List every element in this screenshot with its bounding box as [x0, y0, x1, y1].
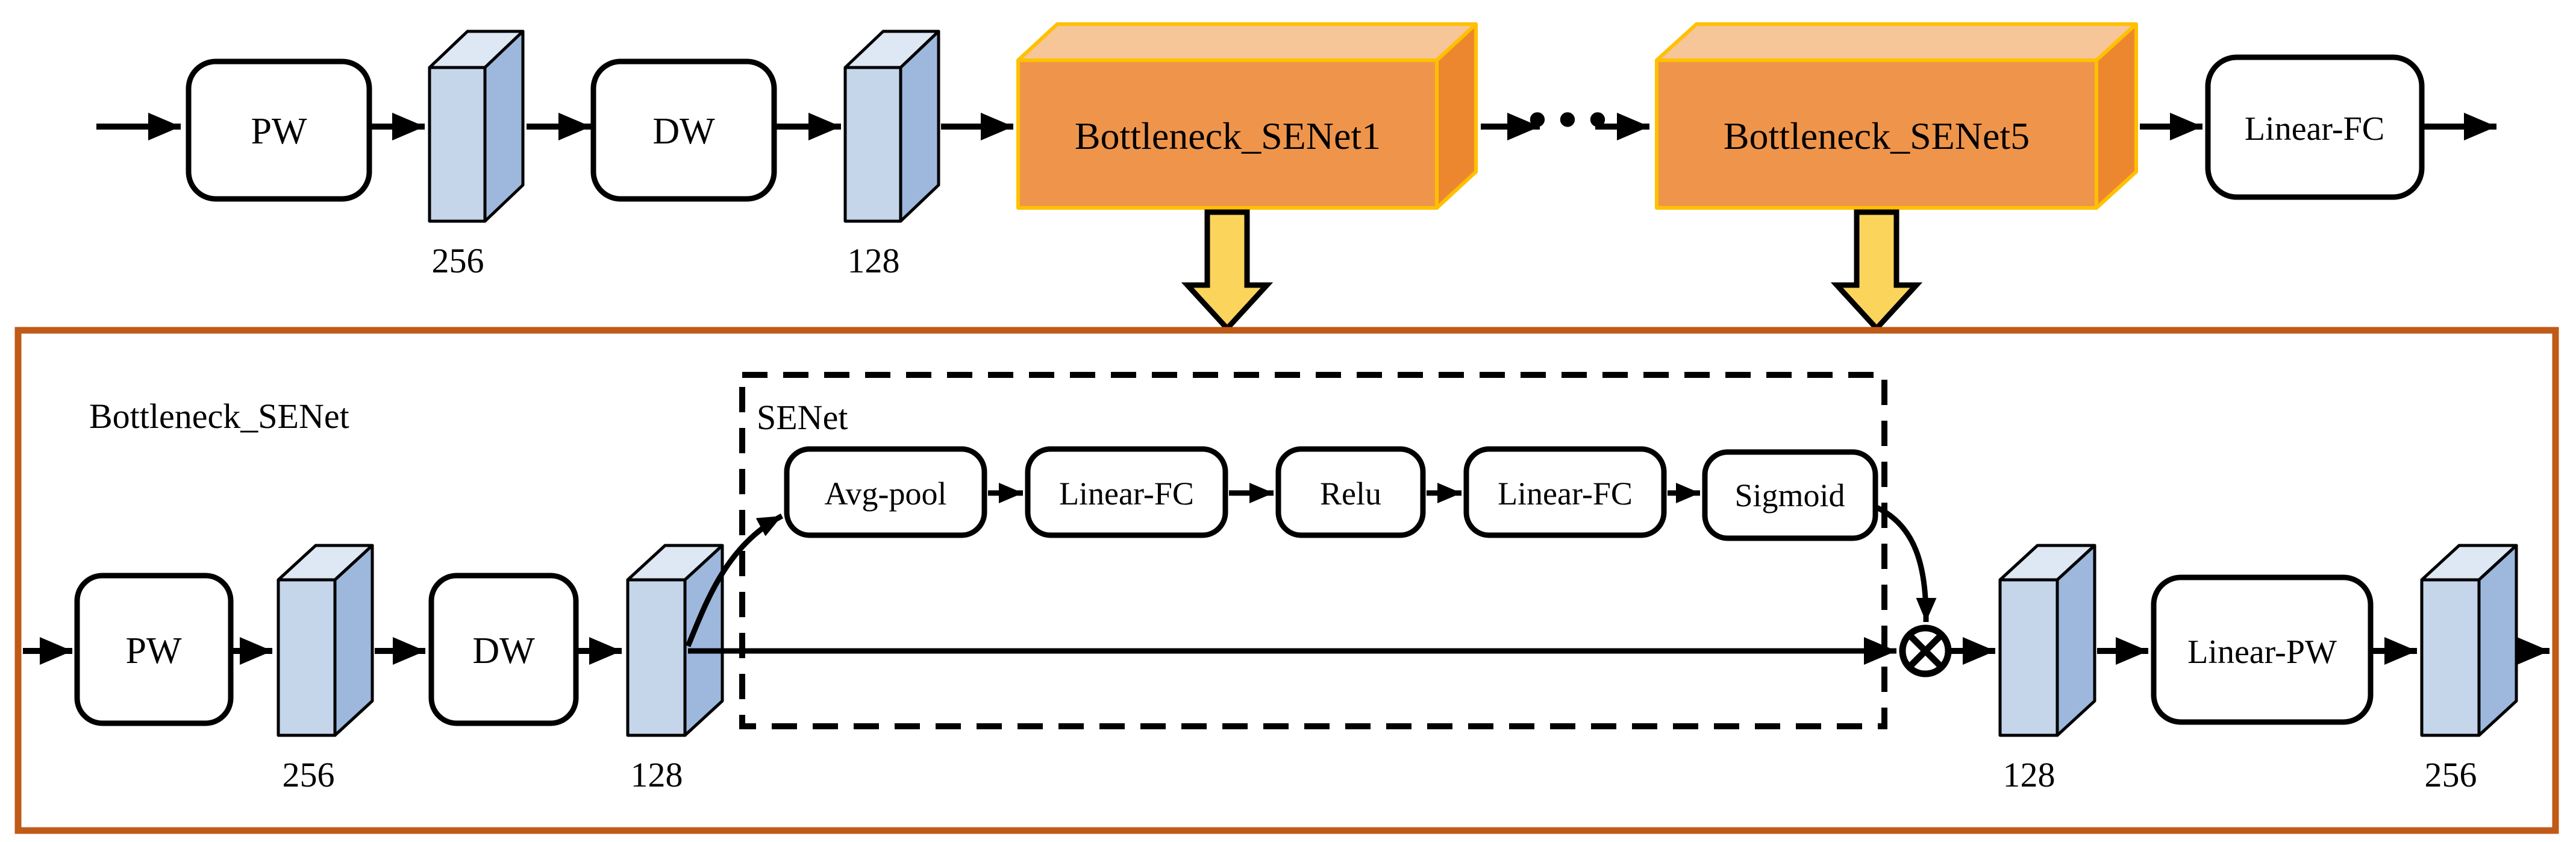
pw-box-bottom [74, 573, 234, 726]
feature-map-slab-128-in [626, 544, 724, 737]
sigmoid-box [1702, 449, 1878, 541]
dw-label-top: DW [652, 111, 715, 152]
box-front-face [1655, 58, 2098, 210]
slab-front-face [1998, 578, 2059, 737]
slab-256-label-out: 256 [2425, 755, 2477, 794]
slab-side-face [2477, 544, 2518, 737]
box-front-face [1016, 58, 1439, 210]
feature-map-slab-128-top [843, 30, 940, 223]
senet-dashed-box [739, 372, 1887, 729]
linear-fc-box-top [2205, 54, 2425, 200]
branch-to-senet-arrow [685, 514, 784, 647]
pw-box-top [186, 58, 372, 202]
slab-128-label-top: 128 [848, 241, 900, 280]
dw-box-bottom [428, 573, 579, 726]
relu-box [1275, 446, 1426, 538]
slab-front-face [2420, 578, 2481, 737]
feature-map-slab-256-top [428, 30, 525, 223]
dw-label-bottom: DW [472, 630, 535, 671]
linear-fc2-label: Linear-FC [1498, 476, 1633, 512]
avg-pool-label: Avg-pool [825, 476, 947, 512]
pw-label-top: PW [251, 111, 307, 152]
linear-fc1-label: Linear-FC [1059, 476, 1194, 512]
dw-box-top [590, 58, 777, 202]
slab-front-face [626, 578, 687, 737]
senet-title: SENet [757, 398, 848, 437]
multiply-icon [1899, 624, 1952, 677]
bottleneck-senet1-label: Bottleneck_SENet1 [1075, 115, 1381, 157]
pw-label-bottom: PW [126, 630, 182, 671]
expand-down-arrow-2 [1830, 209, 1923, 333]
feature-map-slab-128-out [1998, 544, 2096, 737]
slab-front-face [843, 66, 902, 223]
bottleneck-senet5-block [1655, 22, 2138, 210]
bottleneck-senet5-label: Bottleneck_SENet5 [1724, 115, 2030, 157]
slab-256-label-in: 256 [283, 755, 335, 794]
ellipsis-dots: ··· [1522, 69, 1613, 169]
avg-pool-box [784, 446, 987, 538]
slab-front-face [428, 66, 487, 223]
slab-256-label-top: 256 [432, 241, 484, 280]
panel-title: Bottleneck_SENet [89, 397, 349, 436]
feature-map-slab-256-in [277, 544, 374, 737]
slab-front-face [277, 578, 337, 737]
linear-fc2-box [1463, 446, 1667, 538]
linear-fc-label-top: Linear-FC [2245, 110, 2384, 148]
sigmoid-to-multiply-arrow [1873, 503, 1937, 623]
expand-down-arrow-1 [1181, 209, 1274, 333]
linear-pw-box [2151, 574, 2374, 725]
linear-pw-label: Linear-PW [2187, 633, 2337, 671]
feature-map-slab-256-out [2420, 544, 2518, 737]
box-top-face [1016, 22, 1478, 62]
slab-128-label-in: 128 [631, 755, 683, 794]
bottleneck-detail-panel [14, 327, 2559, 834]
slab-side-face [333, 544, 374, 737]
slab-128-label-out: 128 [2003, 755, 2055, 794]
sigmoid-label: Sigmoid [1734, 477, 1845, 514]
bottleneck-senet1-block [1016, 22, 1478, 210]
box-top-face [1655, 22, 2138, 62]
relu-label: Relu [1320, 476, 1381, 512]
linear-fc1-box [1025, 446, 1228, 538]
slab-side-face [2055, 544, 2096, 737]
